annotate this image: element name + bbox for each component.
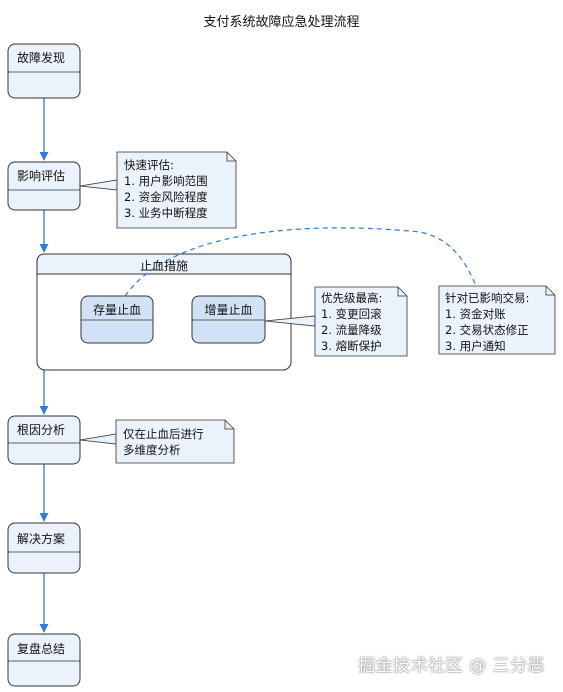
watermark: 掘金技术社区 @ 三分恶 xyxy=(358,656,545,676)
note-quick-eval-text: 快速评估: 1. 用户影响范围 2. 资金风险程度 3. 业务中断程度 xyxy=(124,158,208,220)
connector-impact-note xyxy=(79,179,118,191)
note-affected-tx-text: 针对已影响交易: 1. 资金对账 2. 交易状态修正 3. 用户通知 xyxy=(445,291,530,353)
diagram-title: 支付系统故障应急处理流程 xyxy=(203,15,360,30)
note-affected-tx xyxy=(438,285,556,355)
note-quick-eval xyxy=(116,151,237,229)
note-root-text: 仅在止血后进行 多维度分析 xyxy=(123,427,204,457)
connector-root-note xyxy=(79,433,117,445)
label-solution: 解决方案 xyxy=(17,532,66,546)
note-priority-text: 优先级最高: 1. 变更回滚 2. 流量降级 3. 熔断保护 xyxy=(321,291,383,353)
label-fault-found: 故障发现 xyxy=(17,51,66,65)
node-stock-stop xyxy=(80,295,154,344)
label-stock-stop: 存量止血 xyxy=(92,303,141,317)
connector-stock-dashed xyxy=(124,227,477,297)
label-increment-stop: 增量止血 xyxy=(204,303,253,317)
node-review xyxy=(7,633,81,687)
label-impact-eval: 影响评估 xyxy=(17,169,66,183)
note-root xyxy=(115,419,235,464)
note-priority xyxy=(314,286,408,357)
node-solution xyxy=(7,522,81,574)
label-stop-bleed-group: 止血措施 xyxy=(139,259,188,273)
node-increment-stop xyxy=(191,295,266,344)
label-review: 复盘总结 xyxy=(17,642,66,656)
node-fault-found xyxy=(7,43,81,99)
label-root-cause: 根因分析 xyxy=(17,423,66,437)
